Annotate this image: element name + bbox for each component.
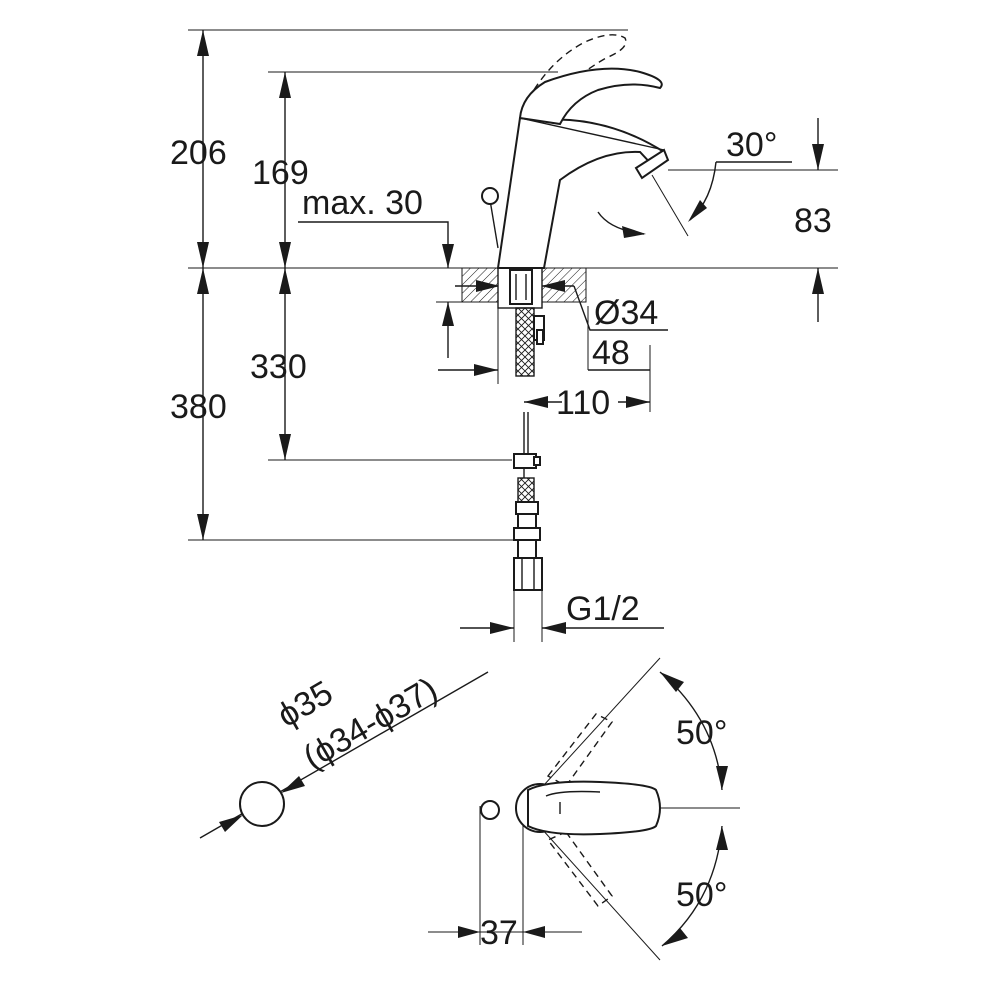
faucet-lever — [518, 67, 663, 126]
label-380: 380 — [170, 388, 227, 426]
hose-clamp — [513, 453, 537, 469]
label-50deg-top: 50° — [676, 714, 727, 752]
mount-hole-circle — [239, 781, 285, 827]
faucet-top-view — [428, 657, 740, 961]
g12-nut — [513, 557, 543, 591]
label-d34: Ø34 — [594, 294, 658, 332]
label-48: 48 — [592, 334, 630, 372]
dimension-110-line — [524, 345, 651, 412]
label-50deg-bottom: 50° — [676, 876, 727, 914]
dimension-330-line — [279, 268, 291, 460]
faucet-side-view — [461, 34, 670, 591]
top-lever — [527, 780, 661, 836]
pop-up-knob — [481, 187, 499, 205]
dimension-380-line — [197, 268, 209, 540]
swivel-arrow — [597, 211, 646, 238]
label-83: 83 — [794, 202, 832, 240]
label-30deg: 30° — [726, 126, 777, 164]
label-g12: G1/2 — [566, 590, 640, 628]
label-206: 206 — [170, 134, 227, 172]
mount-hole-detail — [199, 671, 489, 839]
faucet-body — [496, 116, 666, 269]
dimension-30deg-arc — [651, 161, 792, 237]
flex-hose — [515, 307, 535, 377]
label-max30: max. 30 — [302, 184, 423, 222]
label-110: 110 — [556, 384, 610, 422]
dimension-48-line — [438, 306, 650, 384]
dimension-169-line — [279, 72, 291, 268]
dimension-206-line — [197, 30, 209, 268]
dimension-g12-line — [460, 590, 664, 642]
label-169: 169 — [252, 154, 309, 192]
dimension-max30-line — [298, 221, 454, 358]
aerator — [634, 148, 670, 180]
dimension-83-line — [812, 118, 824, 322]
label-37: 37 — [480, 914, 518, 952]
label-330: 330 — [250, 348, 307, 386]
